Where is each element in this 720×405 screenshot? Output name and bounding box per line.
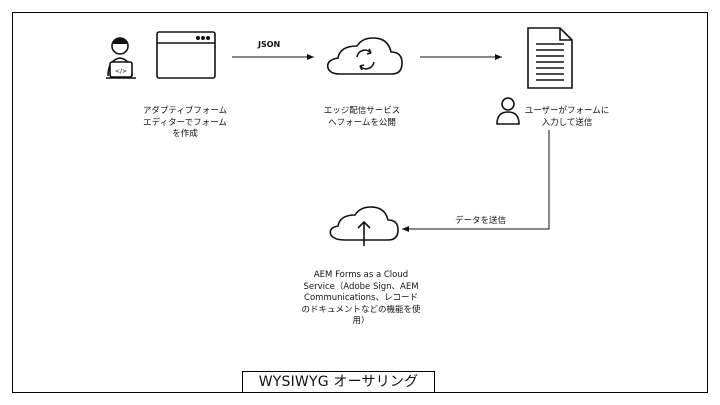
document-icon [527,27,573,89]
aem-label: AEM Forms as a Cloud Service（Adobe Sign、… [301,270,421,326]
cloud-sync-icon [326,37,403,75]
user-label: ユーザーがフォームに入力して送信 [524,106,610,128]
caption: WYSIWYG オーサリング [242,371,435,393]
cloud-upload-icon [329,206,399,246]
developer-laptop-icon: </> [106,37,136,79]
browser-window-icon [156,31,216,79]
arrow-send-data [402,130,550,232]
json-label: JSON [258,40,281,49]
svg-text:</>: </> [115,68,127,75]
author-label: アダプティブフォームエディターでフォームを作成 [142,106,228,139]
user-icon [496,97,520,125]
send-data-label: データを送信 [455,216,507,226]
publish-label: エッジ配信サービスへフォームを公開 [323,106,401,128]
